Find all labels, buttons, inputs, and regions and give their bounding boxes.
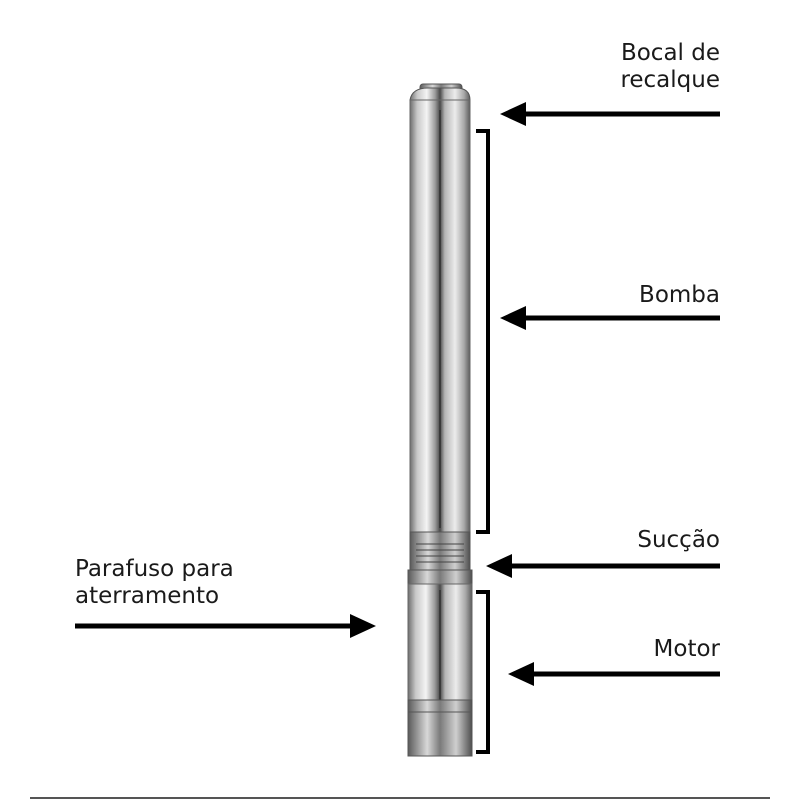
label-succao: Sucção — [637, 527, 720, 553]
label-bocal-line2: recalque — [620, 67, 720, 93]
arrow-motor — [508, 662, 720, 686]
suction-grille — [416, 543, 464, 563]
label-parafuso-line1: Parafuso para — [75, 556, 234, 582]
arrow-bocal — [500, 102, 720, 126]
label-motor: Motor — [653, 636, 720, 662]
label-parafuso-line2: aterramento — [75, 583, 220, 609]
arrow-succao — [486, 554, 720, 578]
label-parafuso-para-aterramento: Parafuso para aterramento — [75, 556, 234, 610]
arrow-parafuso — [75, 614, 376, 638]
bracket-pump — [476, 129, 490, 534]
bottom-divider — [30, 797, 770, 799]
pump-body — [407, 83, 473, 757]
label-bomba: Bomba — [639, 282, 720, 308]
bracket-motor — [476, 590, 490, 754]
arrow-bomba — [500, 306, 720, 330]
label-bocal-line1: Bocal de — [620, 40, 720, 66]
label-bocal-de-recalque: Bocal de recalque — [620, 40, 720, 94]
